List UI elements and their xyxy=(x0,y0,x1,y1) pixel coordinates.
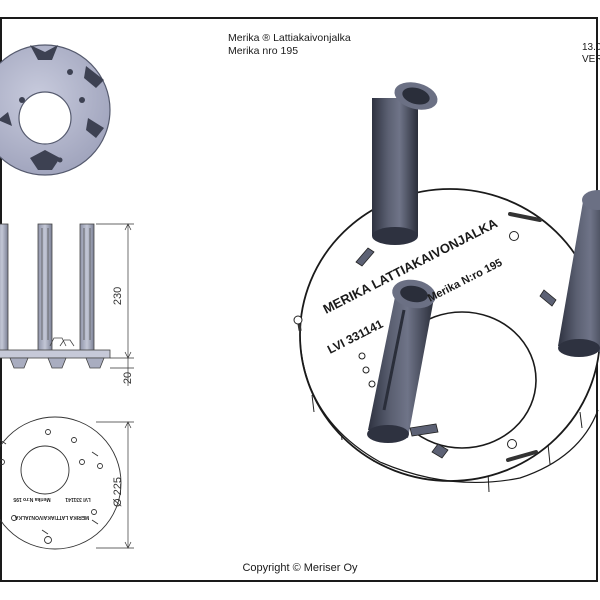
plan-dimension xyxy=(96,421,134,549)
dimension-diameter: Ø 225 xyxy=(112,477,124,507)
dimension-height-main: 230 xyxy=(112,287,124,305)
elevation-dimensions xyxy=(96,223,134,386)
product-number: Merika nro 195 xyxy=(228,45,299,57)
plan-brand-text: MERIKA LATTIAKAIVONJALKA xyxy=(14,514,89,520)
top-view-shaded xyxy=(0,44,111,176)
title-block: Merika ® Lattiakaivonjalka Merika nro 19… xyxy=(228,32,351,58)
plan-engraving-text: MERIKA LATTIAKAIVONJALKA Merika N:ro 195… xyxy=(13,496,90,520)
isometric-view: MERIKA LATTIAKAIVONJALKA Merika N:ro 195… xyxy=(293,82,600,493)
tube-back-left xyxy=(372,82,438,245)
date-block: 13.0 VER xyxy=(582,42,600,66)
drawing-version: VER xyxy=(582,54,600,65)
side-elevation xyxy=(0,223,95,353)
drawing-date: 13.0 xyxy=(582,42,600,53)
side-elevation-base xyxy=(0,337,111,369)
copyright-notice: Copyright © Meriser Oy xyxy=(242,562,358,574)
plan-number-text: Merika N:ro 195 xyxy=(13,496,50,502)
tube-front-left xyxy=(367,279,436,443)
tube-right xyxy=(558,190,600,357)
dimension-height-base: 20 xyxy=(122,372,134,384)
product-name: Merika ® Lattiakaivonjalka xyxy=(228,32,351,44)
plan-lvi-text: LVI 331141 xyxy=(65,496,90,502)
plan-view xyxy=(0,416,122,550)
